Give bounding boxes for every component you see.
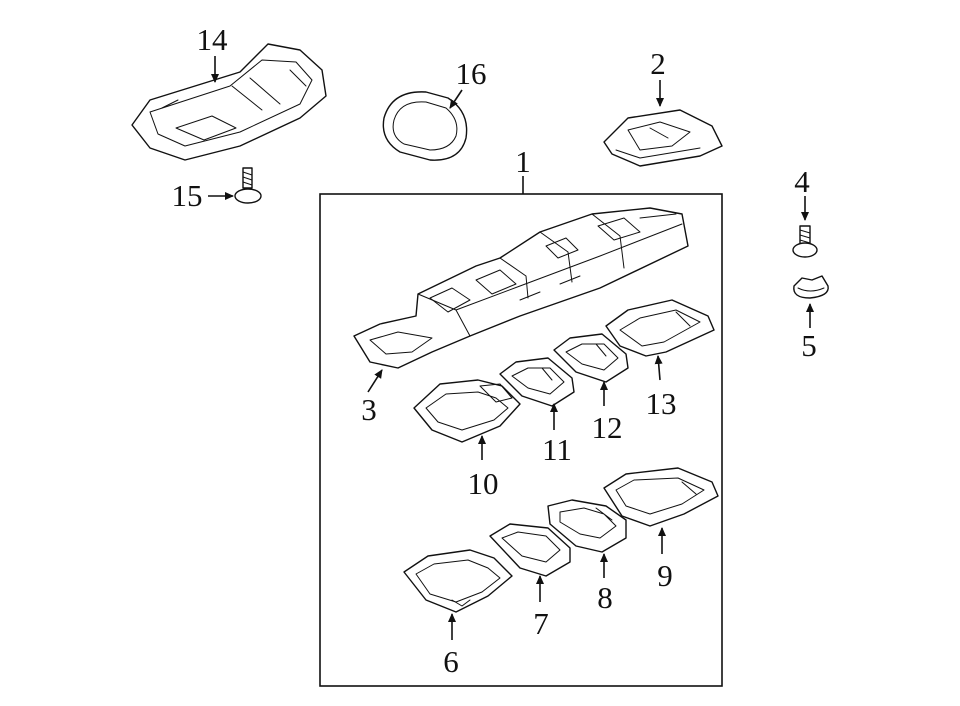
part-14-cover: [131, 43, 327, 161]
callout-5: 5: [801, 328, 817, 363]
part-11-lens: [499, 357, 575, 407]
part-5-clip: [793, 275, 829, 299]
part-7-lens: [489, 523, 571, 577]
callout-1: 1: [515, 144, 531, 179]
callout-3: 3: [361, 392, 377, 427]
leader-3: [367, 369, 383, 393]
callout-16: 16: [456, 56, 487, 91]
part-16-seal: [382, 91, 468, 161]
part-12-lens: [553, 333, 629, 383]
callout-6: 6: [443, 644, 459, 679]
callout-8: 8: [597, 580, 613, 615]
callout-2: 2: [650, 46, 666, 81]
assembly-box: [319, 193, 723, 687]
callout-13: 13: [646, 386, 677, 421]
callout-9: 9: [657, 558, 673, 593]
leader-13: [654, 355, 663, 381]
part-3-console-housing: [353, 207, 689, 369]
callout-12: 12: [592, 410, 623, 445]
part-10-housing: [413, 379, 521, 443]
leader-16: [449, 89, 463, 109]
part-9-lens: [603, 467, 719, 527]
callout-10: 10: [468, 466, 499, 501]
part-2-bracket: [603, 109, 723, 167]
part-15-screw: [234, 167, 262, 204]
part-8-fill: [547, 499, 627, 553]
callout-7: 7: [533, 606, 549, 641]
callout-11: 11: [542, 432, 572, 467]
callout-14: 14: [197, 22, 229, 57]
part-13-lens: [605, 299, 715, 357]
part-6-housing: [403, 549, 513, 613]
part-4-bolt: [792, 225, 818, 258]
callout-15: 15: [172, 178, 203, 213]
callout-4: 4: [794, 164, 810, 199]
part-8-lamp-highlighted: [547, 499, 627, 553]
